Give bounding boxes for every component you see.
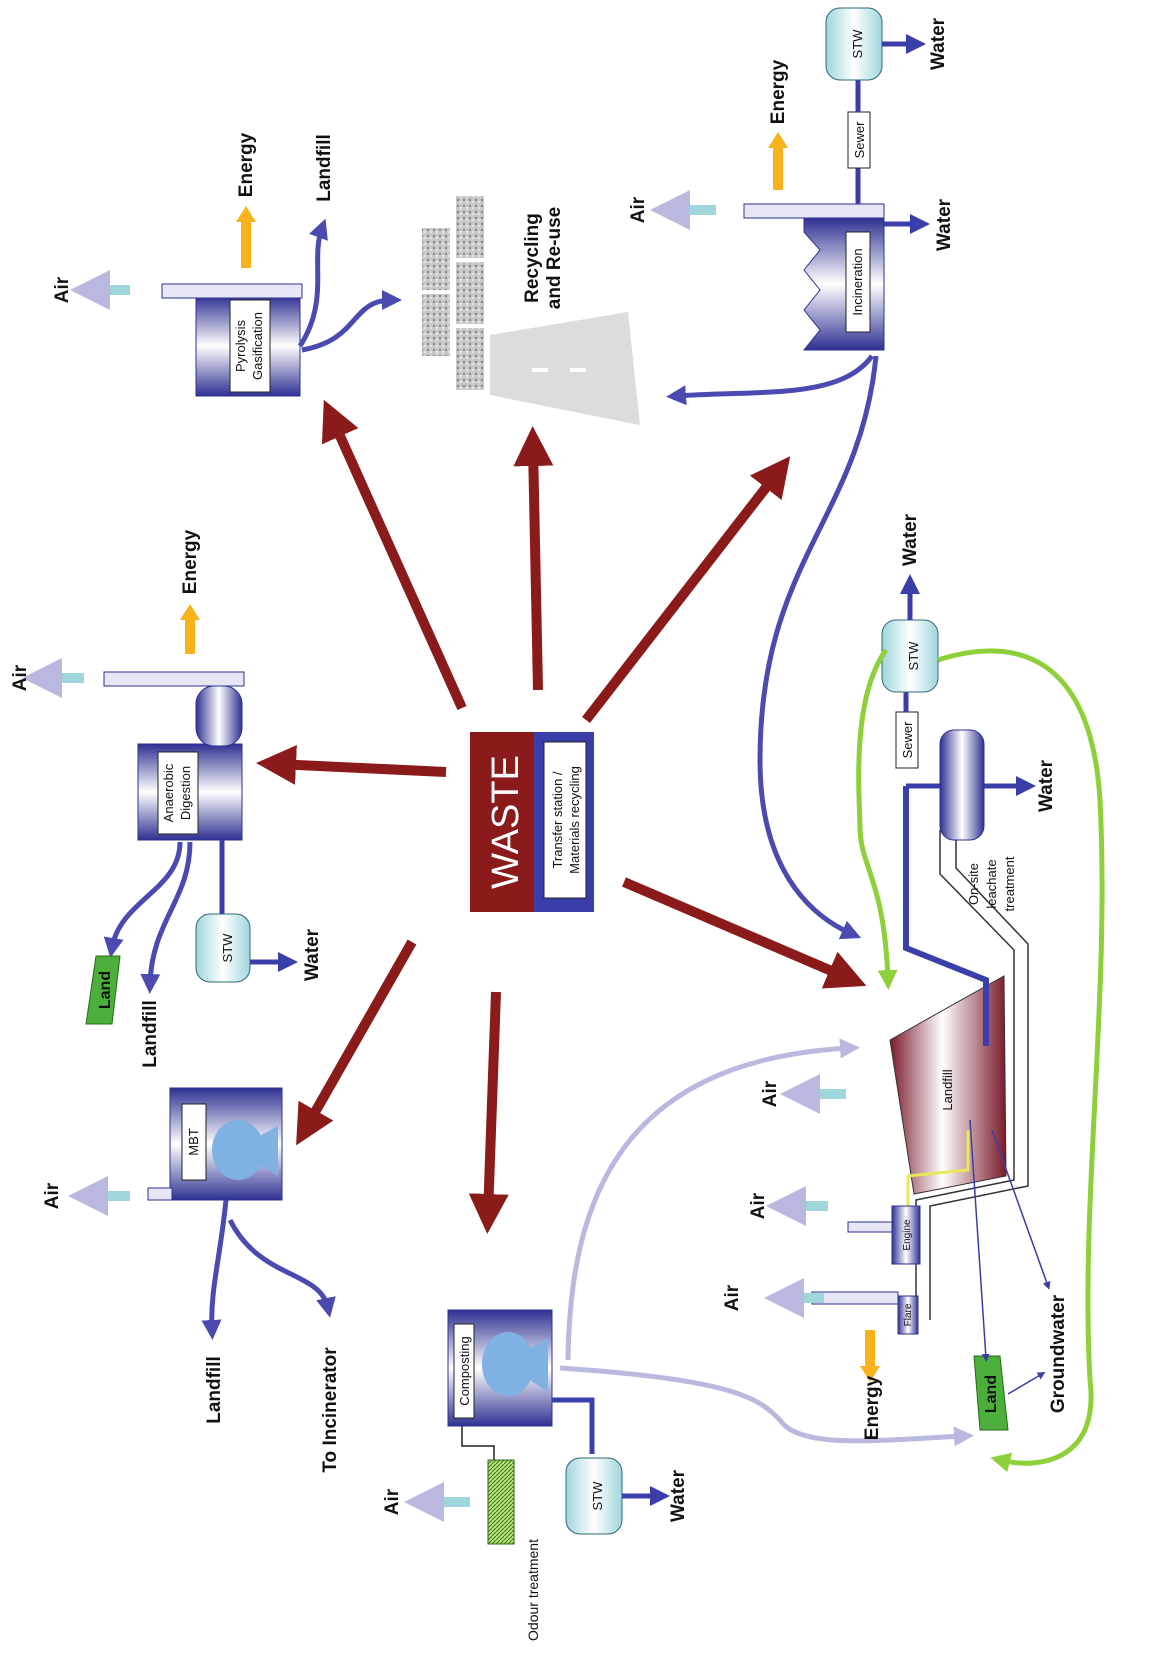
mbt-node: MBT Air Landfill To Incinerator: [42, 1087, 341, 1473]
anaerobic-label-1: Anaerobic: [161, 763, 176, 822]
landfill-sewer-label: Sewer: [900, 721, 915, 759]
anaerobic-land: [85, 955, 121, 1025]
anaerobic-landfill-label: Landfill: [140, 1000, 161, 1068]
onsite-leachate-tank: [939, 729, 985, 841]
incineration-sewer-label: Sewer: [852, 121, 867, 159]
incineration-water-label: Water: [934, 198, 955, 251]
mbt-air-label: Air: [42, 1182, 63, 1209]
pyrolysis-label-2: Gasification: [250, 312, 265, 380]
arrow-to-mbt: [296, 939, 417, 1146]
pyrolysis-energy-label: Energy: [236, 132, 257, 197]
incineration-stw-label: STW: [850, 29, 865, 59]
odour-filter: [487, 1459, 515, 1545]
composting-stw-label: STW: [590, 1481, 605, 1511]
anaerobic-node: Anaerobic Digestion Air Energy Land Land…: [10, 529, 323, 1067]
anaerobic-land-label: Land: [97, 971, 114, 1009]
engine-air-label: Air: [748, 1192, 769, 1219]
anaerobic-energy-arrow: [180, 604, 200, 620]
groundwater-label: Groundwater: [1048, 1294, 1069, 1413]
onsite-label-2: leachate: [984, 859, 999, 908]
flare-air-label: Air: [722, 1284, 743, 1311]
engine-label: Engine: [902, 1219, 913, 1251]
arrow-to-landfill: [622, 877, 867, 989]
pyrolysis-landfill-label: Landfill: [314, 134, 335, 202]
green-loop-to-land: [937, 648, 1105, 1473]
flare-box: [897, 1295, 919, 1335]
anaerobic-energy-label: Energy: [180, 529, 201, 594]
incineration-stw-water-label: Water: [928, 17, 949, 70]
mbt-landfill-label: Landfill: [204, 1356, 225, 1424]
landfill-stw-label: STW: [906, 641, 921, 671]
waste-arrows: [256, 399, 867, 1234]
incineration-air-label: Air: [628, 196, 649, 223]
arrow-to-recycling: [513, 426, 554, 691]
pyrolysis-air-label: Air: [52, 276, 73, 303]
odour-treatment-label: Odour treatment: [525, 1539, 541, 1641]
landfill-node: Landfill Water On-site leachate treatmen…: [722, 513, 1105, 1473]
anaerobic-stw: [195, 913, 251, 983]
onsite-water-label: Water: [1036, 759, 1057, 812]
anaerobic-stw-label: STW: [220, 933, 235, 963]
composting-water-label: Water: [668, 1469, 689, 1522]
pyrolysis-to-recycling: [301, 290, 402, 353]
pyrolysis-to-landfill: [297, 218, 328, 348]
pyrolysis-label-1: Pyrolysis: [233, 320, 248, 373]
landfill-land-label: Land: [983, 1375, 1000, 1413]
anaerobic-label-2: Digestion: [178, 766, 193, 820]
arrow-to-incineration: [582, 456, 791, 724]
arrow-to-anaerobic: [256, 744, 447, 785]
anaerobic-air-label: Air: [10, 664, 31, 691]
composting-to-landfill: [565, 1038, 860, 1361]
mbt-incinerator-label: To Incinerator: [320, 1347, 341, 1473]
onsite-label-3: treatment: [1002, 856, 1017, 911]
arrow-to-pyrolysis: [321, 399, 467, 711]
composting-to-land: [559, 1365, 974, 1447]
composting-node: Composting Odour treatment Air STW Water: [382, 1038, 974, 1641]
recycling-label-1: Recycling: [522, 213, 543, 303]
green-loop-to-landfill: [856, 648, 898, 990]
waste-subtitle-2: Materials recycling: [567, 766, 582, 874]
waste-block: WASTE Transfer station / Materials recyc…: [470, 732, 594, 912]
onsite-label-1: On-site: [966, 863, 981, 905]
landfill-label: Landfill: [940, 1069, 955, 1110]
landfill-energy-label: Energy: [862, 1375, 883, 1440]
landfill-energy-arrow: [860, 1366, 880, 1382]
incineration-node: Incineration Air Energy Water Sewer STW …: [628, 7, 955, 940]
waste-title: WASTE: [485, 755, 527, 889]
flare-label: Flare: [903, 1303, 914, 1326]
incineration-to-landfill: [757, 355, 879, 940]
waste-subtitle-1: Transfer station /: [550, 771, 565, 868]
arrow-to-composting: [468, 991, 509, 1234]
landfill-land: [973, 1355, 1009, 1431]
landfill-stw-water-label: Water: [900, 513, 921, 566]
anaerobic-water-label: Water: [302, 928, 323, 981]
landfill-air-label: Air: [760, 1080, 781, 1107]
incineration-energy-label: Energy: [768, 59, 789, 124]
recycling-label-2: and Re-use: [544, 207, 565, 309]
mbt-label: MBT: [186, 1128, 201, 1156]
incineration-energy-arrow: [768, 132, 788, 148]
composting-label: Composting: [457, 1336, 472, 1405]
pyrolysis-node: Pyrolysis Gasification Air Energy Landfi…: [52, 132, 402, 397]
engine-box: [891, 1205, 921, 1265]
recycling-node: Recycling and Re-use: [422, 196, 640, 425]
incineration-to-recycling: [666, 354, 875, 406]
composting-air-label: Air: [382, 1488, 403, 1515]
incineration-label: Incineration: [850, 248, 865, 315]
